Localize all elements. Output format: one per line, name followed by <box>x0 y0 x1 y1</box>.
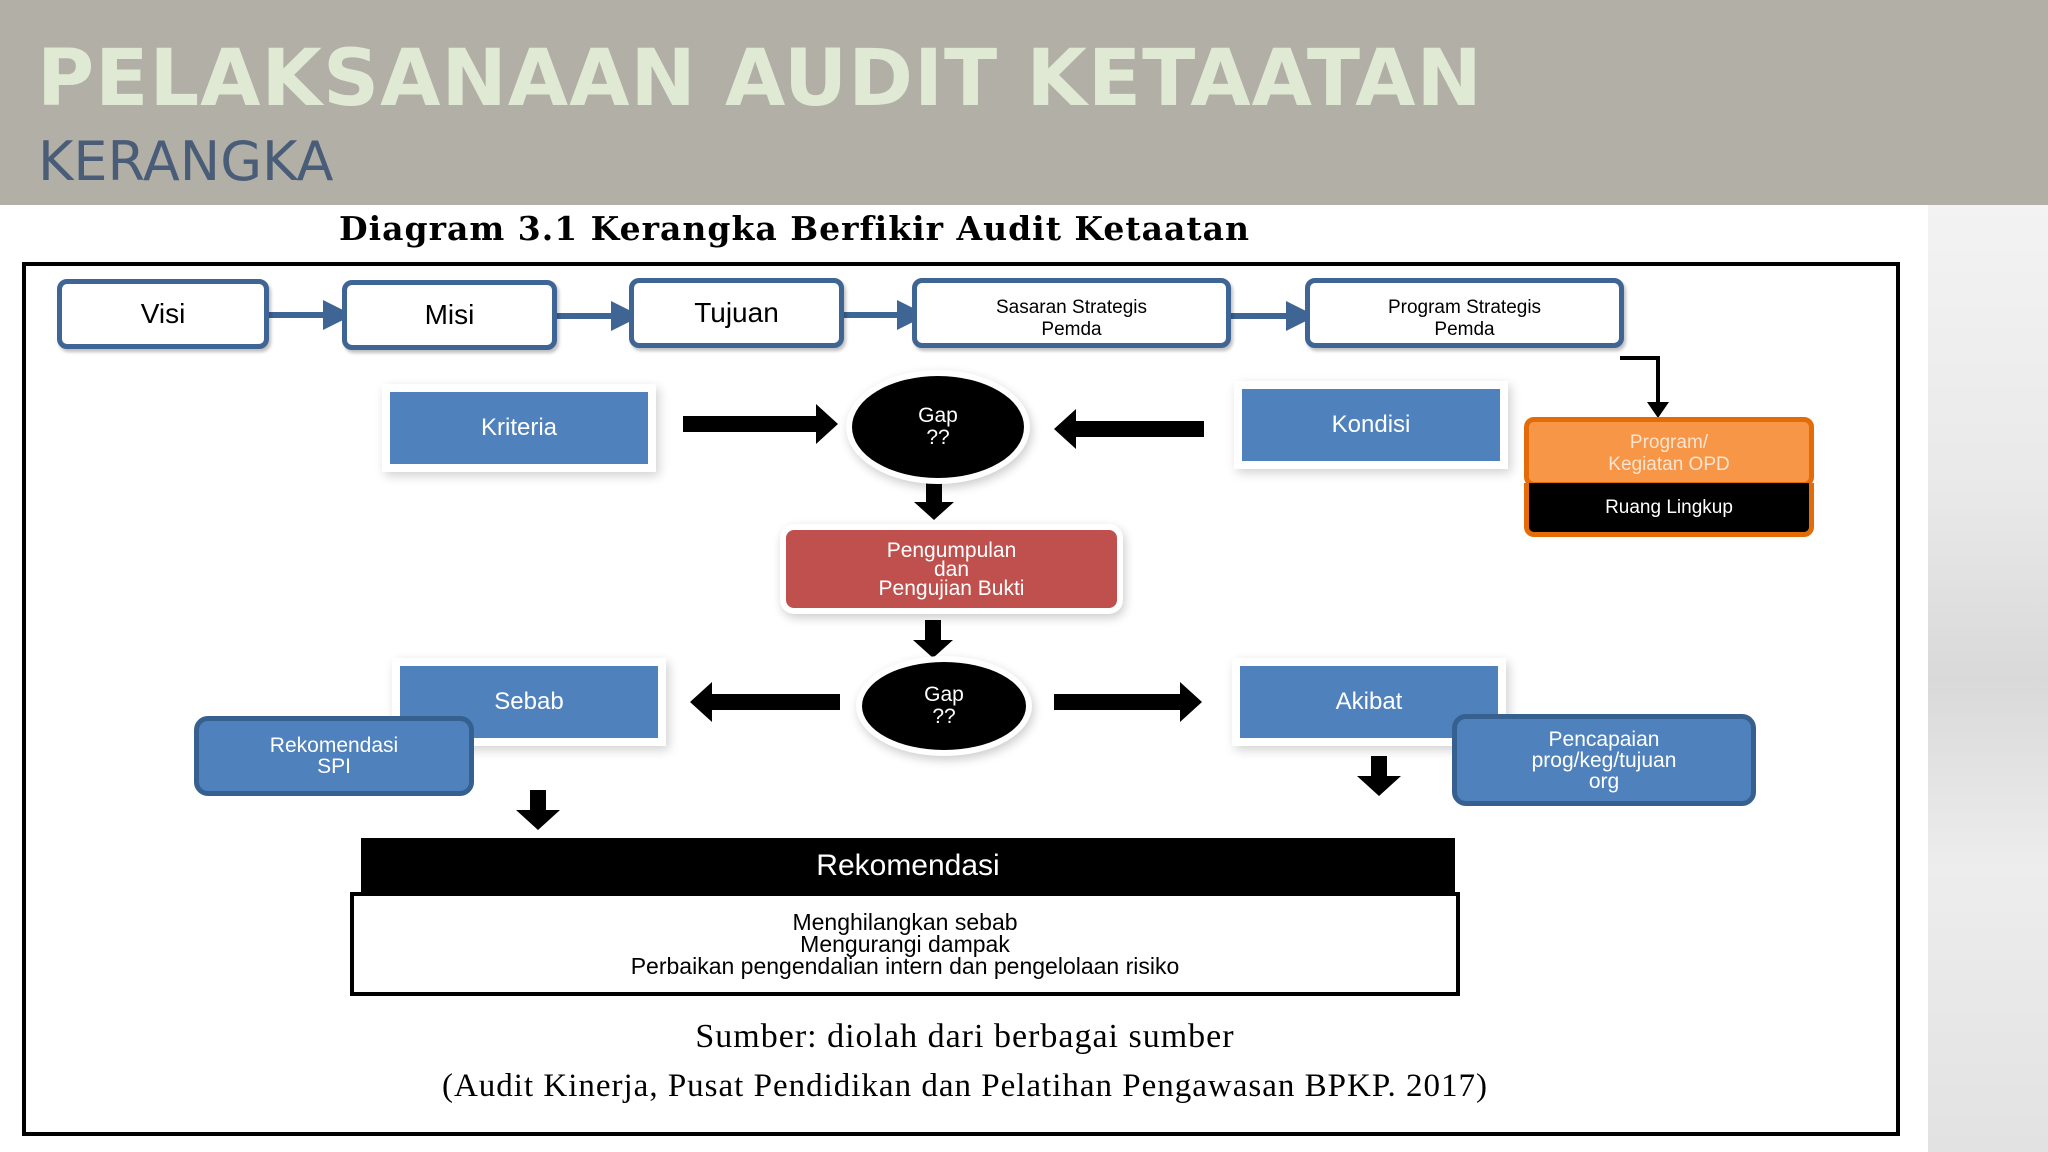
box-visi-label: Visi <box>140 298 186 329</box>
arrow-gap-down <box>914 482 954 520</box>
box-sasaran-label2: Pemda <box>1041 319 1102 340</box>
ruang-lingkup-label: Ruang Lingkup <box>1605 496 1733 518</box>
rekomendasi-item: Menghilangkan sebab <box>792 909 1018 935</box>
connector-program-to-opd-head <box>1647 402 1669 418</box>
diagram-title: Diagram 3.1 Kerangka Berfikir Audit Keta… <box>339 209 1251 248</box>
diagram-connectors <box>269 300 1669 830</box>
arrow-kondisi-to-gap <box>1054 409 1204 449</box>
box-tujuan-label: Tujuan <box>694 297 779 328</box>
box-pencapaian: Pencapaian prog/keg/tujuan org <box>1452 714 1756 806</box>
rekomendasi-item: Perbaikan pengendalian intern dan pengel… <box>630 953 1180 979</box>
pengumpulan-line3: Pengujian Bukti <box>878 576 1025 600</box>
box-visi: Visi <box>57 279 269 349</box>
pencapaian-line3: org <box>1588 769 1620 793</box>
program-opd-line2: Kegiatan OPD <box>1608 454 1730 475</box>
box-pengumpulan-bukti: Pengumpulan dan Pengujian Bukti <box>786 530 1117 608</box>
arrow-spi-down <box>516 790 560 830</box>
arrow-gap-to-akibat <box>1054 682 1202 722</box>
box-ruang-lingkup: Ruang Lingkup <box>1524 483 1814 537</box>
box-kondisi-label: Kondisi <box>1331 411 1411 438</box>
gap-circle-top: Gap ?? <box>852 376 1024 478</box>
rekomendasi-item: Mengurangi dampak <box>800 931 1010 957</box>
box-sebab-label: Sebab <box>494 688 564 715</box>
slide-header: PELAKSANAAN AUDIT KETAATAN KERANGKA <box>0 0 2048 205</box>
box-rekomendasi-heading: Rekomendasi <box>361 838 1455 894</box>
arrow-kriteria-to-gap <box>683 404 838 444</box>
arrow-pengumpulan-down <box>913 620 953 658</box>
box-rekomendasi-spi: Rekomendasi SPI <box>194 716 474 796</box>
rekomendasi-spi-line1: Rekomendasi <box>269 734 399 757</box>
box-program-label: Program Strategis <box>1387 297 1542 318</box>
box-kriteria-label: Kriteria <box>480 414 558 441</box>
rekomendasi-spi-line2: SPI <box>317 755 351 778</box>
gap-bottom-line1: Gap <box>924 683 964 706</box>
gap-circle-bottom: Gap ?? <box>862 662 1026 750</box>
decorative-background-strip <box>1928 205 2048 1152</box>
box-sasaran-strategis: Sasaran Strategis Pemda <box>912 278 1231 348</box>
box-akibat-label: Akibat <box>1335 688 1403 715</box>
gap-top-line1: Gap <box>918 404 958 427</box>
arrow-gap-to-sebab <box>690 682 840 722</box>
box-misi-label: Misi <box>424 299 475 330</box>
program-opd-line1: Program/ <box>1629 432 1709 453</box>
gap-top-line2: ?? <box>926 426 950 449</box>
connector-program-to-opd <box>1620 356 1660 404</box>
slide-title: PELAKSANAAN AUDIT KETAATAN <box>37 34 1483 124</box>
box-misi: Misi <box>342 280 557 350</box>
box-program-opd: Program/ Kegiatan OPD <box>1524 417 1814 487</box>
box-program-label2: Pemda <box>1434 319 1495 340</box>
arrow-akibat-down <box>1357 756 1401 796</box>
box-kriteria: Kriteria <box>390 392 648 464</box>
source-line-2: (Audit Kinerja, Pusat Pendidikan dan Pel… <box>441 1068 1489 1104</box>
gap-bottom-line2: ?? <box>932 705 956 728</box>
pengumpulan-line2: dan <box>933 557 970 581</box>
pengumpulan-line1: Pengumpulan <box>886 538 1017 562</box>
pencapaian-line1: Pencapaian <box>1548 727 1660 751</box>
source-line-1: Sumber: diolah dari berbagai sumber <box>695 1018 1235 1055</box>
box-program-strategis: Program Strategis Pemda <box>1305 278 1624 348</box>
box-sasaran-label: Sasaran Strategis <box>995 297 1148 318</box>
slide-subtitle: KERANGKA <box>38 130 334 193</box>
diagram-frame: Visi Misi Tujuan Sasaran Strategis Pemda… <box>22 262 1900 1136</box>
box-tujuan: Tujuan <box>629 278 844 348</box>
box-rekomendasi-body: Menghilangkan sebab Mengurangi dampak Pe… <box>350 892 1460 996</box>
pencapaian-line2: prog/keg/tujuan <box>1531 748 1677 772</box>
rekomendasi-heading: Rekomendasi <box>816 849 1000 882</box>
box-kondisi: Kondisi <box>1242 389 1500 461</box>
